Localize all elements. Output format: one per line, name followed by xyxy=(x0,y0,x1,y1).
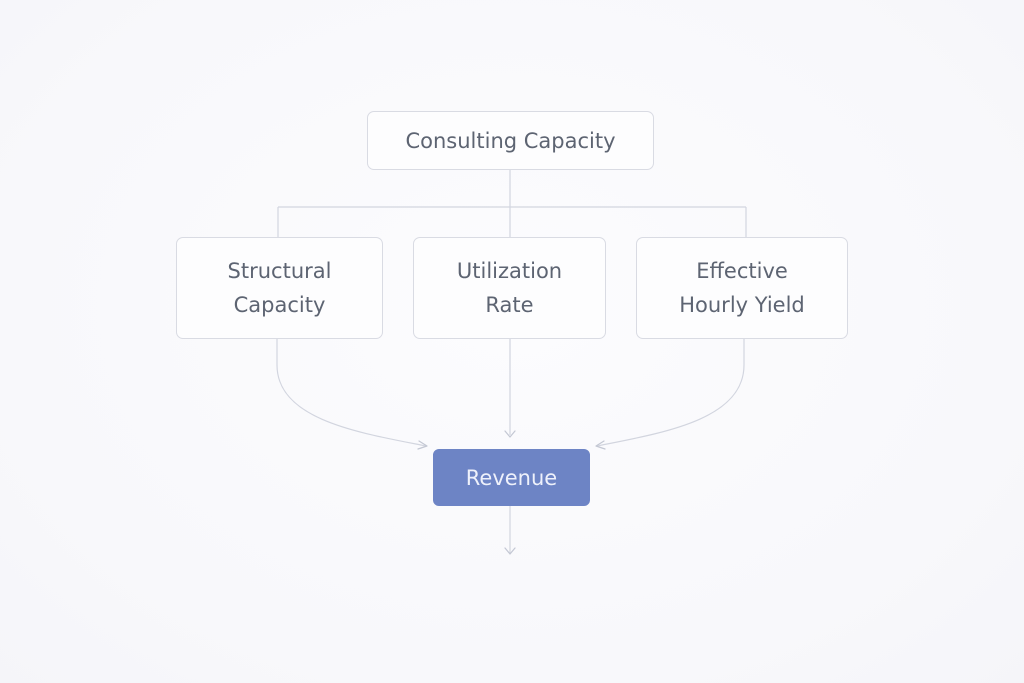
node-consulting-capacity: Consulting Capacity xyxy=(367,111,654,170)
node-revenue: Revenue xyxy=(433,449,590,506)
arrowhead-structural-icon xyxy=(417,440,428,450)
node-utilization-rate: Utilization Rate xyxy=(413,237,606,339)
connector-structural-to-revenue xyxy=(276,339,427,447)
arrowhead-yield-icon xyxy=(595,440,606,450)
arrowhead-utilization-icon xyxy=(504,430,516,438)
node-structural-capacity: Structural Capacity xyxy=(176,237,383,339)
node-effective-hourly-yield: Effective Hourly Yield xyxy=(636,237,848,339)
connector-yield-to-revenue xyxy=(596,339,745,447)
arrowhead-output-icon xyxy=(504,547,516,555)
